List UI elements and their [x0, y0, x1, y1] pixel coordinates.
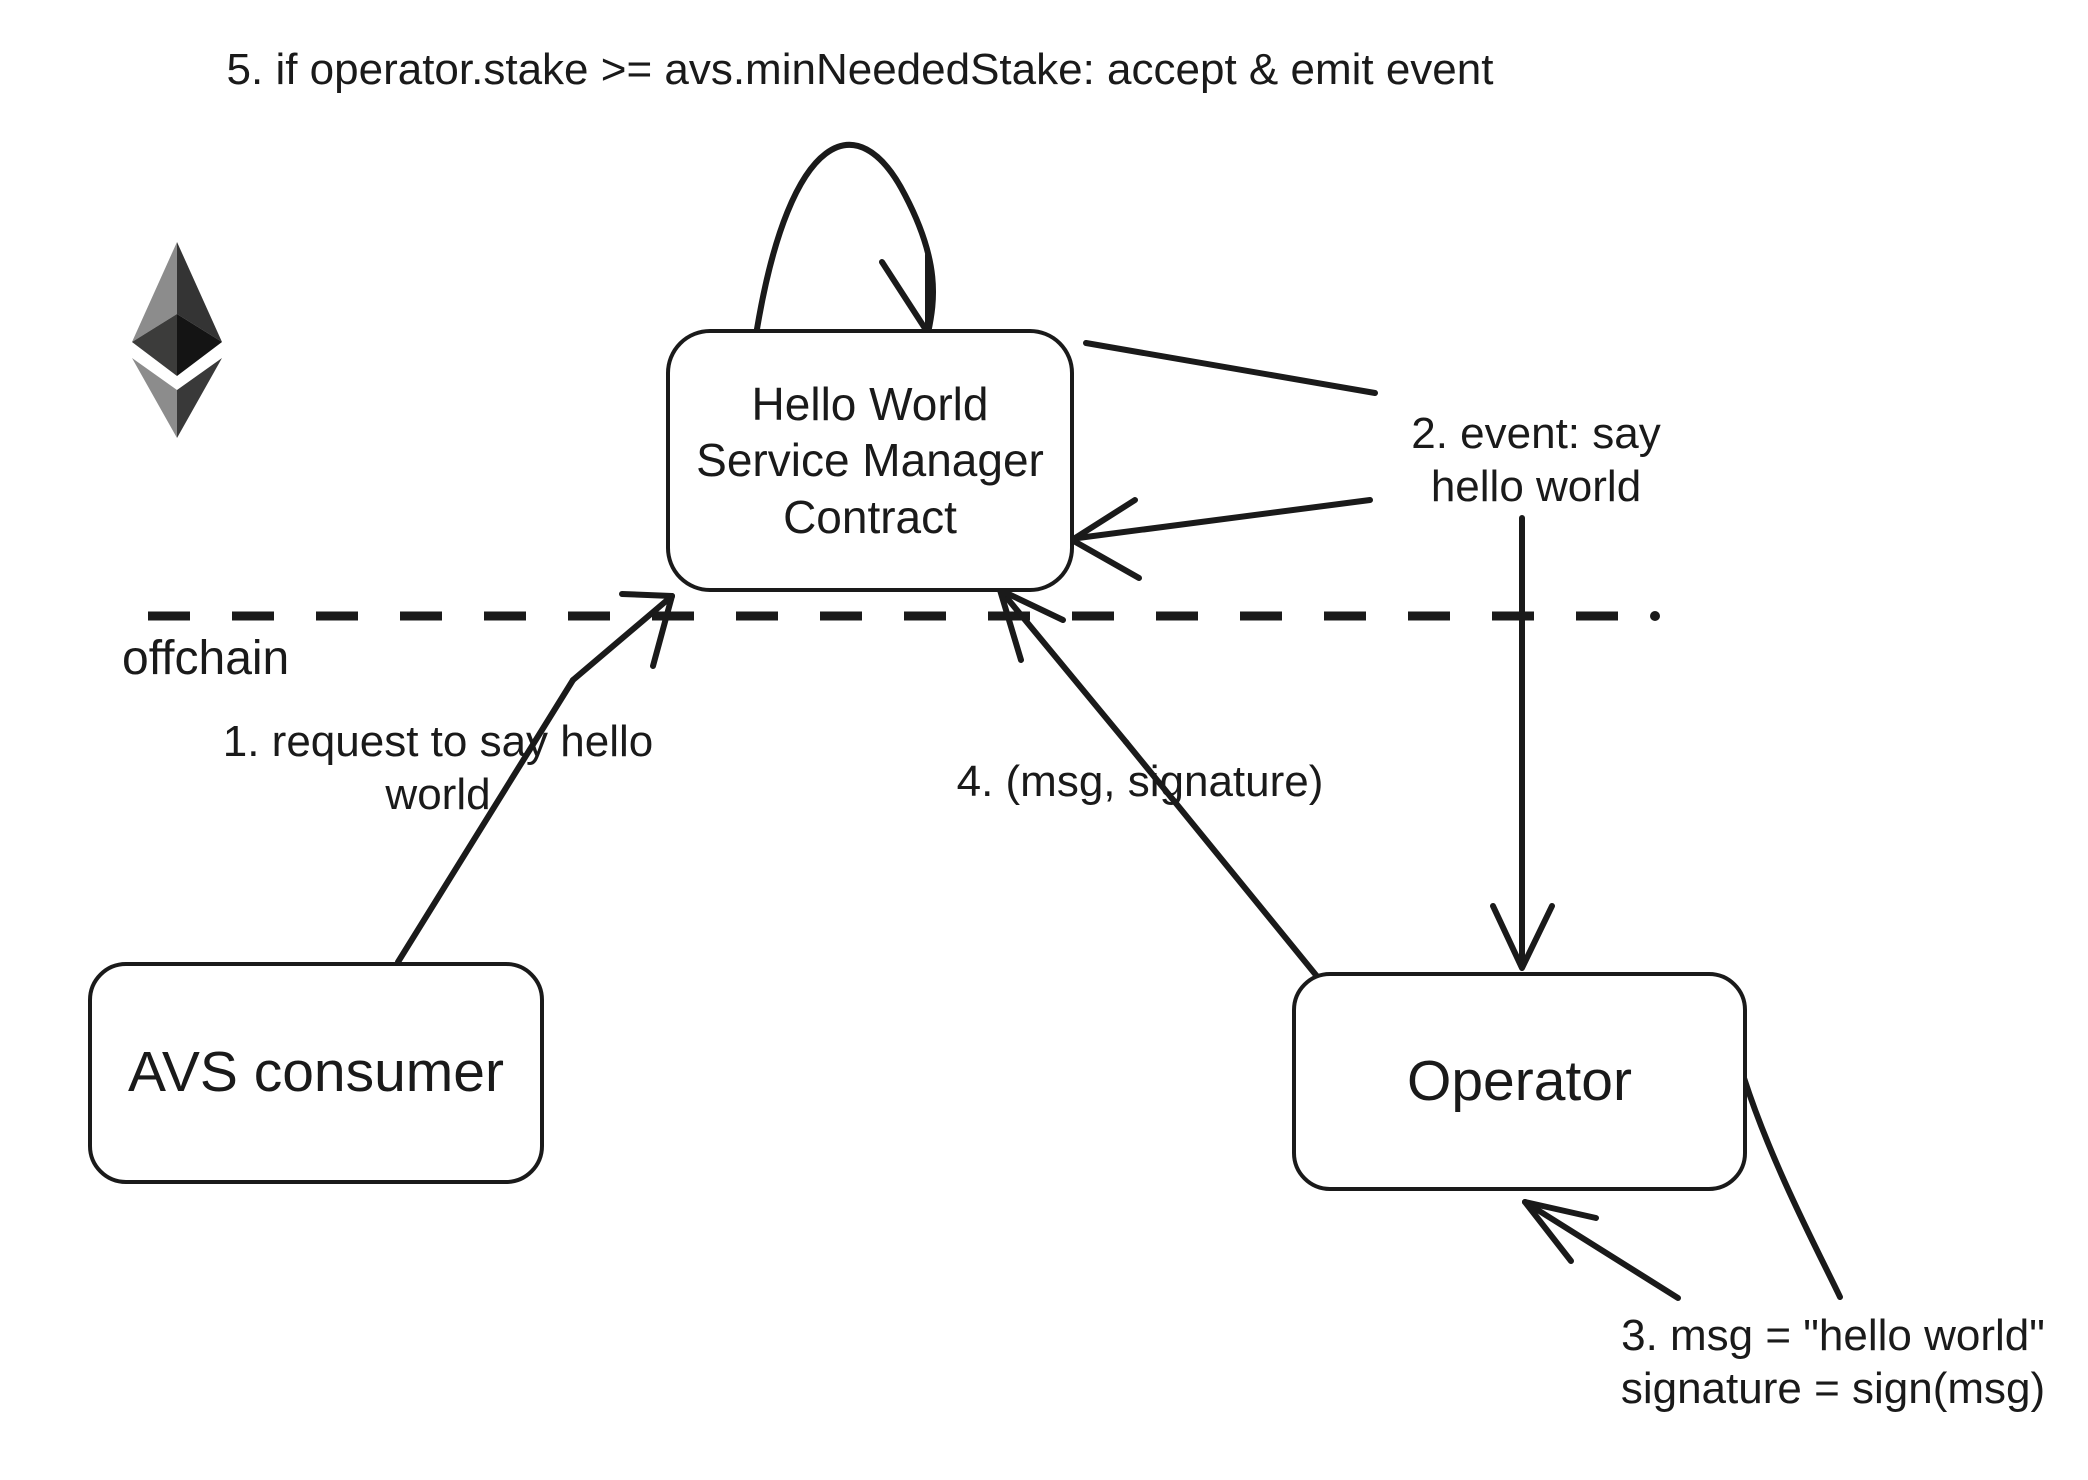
node-label-operator: Operator — [1407, 1048, 1632, 1113]
edge-label-step4: 4. (msg, signature) — [956, 757, 1324, 806]
node-hello-world-service-manager-contract[interactable]: Hello World Service Manager Contract — [666, 329, 1074, 592]
node-avs-consumer[interactable]: AVS consumer — [88, 962, 544, 1184]
offchain-boundary-line — [148, 611, 1660, 621]
edge-label-step5: 5. if operator.stake >= avs.minNeededSta… — [226, 45, 1494, 94]
node-label-avs-consumer: AVS consumer — [128, 1040, 504, 1105]
node-label-service-manager: Hello World Service Manager Contract — [696, 378, 1044, 543]
ethereum-logo — [132, 242, 222, 438]
boundary-label-offchain: offchain — [122, 632, 290, 685]
edge-label-step3: 3. msg = "hello world" signature = sign(… — [1620, 1311, 2046, 1413]
edge-step5-self-loop — [754, 141, 937, 336]
edge-label-step1: 1. request to say hello world — [222, 717, 654, 819]
edge-into-service-manager-right — [1069, 497, 1373, 581]
node-operator[interactable]: Operator — [1292, 972, 1747, 1191]
edge-label-step2: 2. event: say hello world — [1411, 409, 1661, 511]
